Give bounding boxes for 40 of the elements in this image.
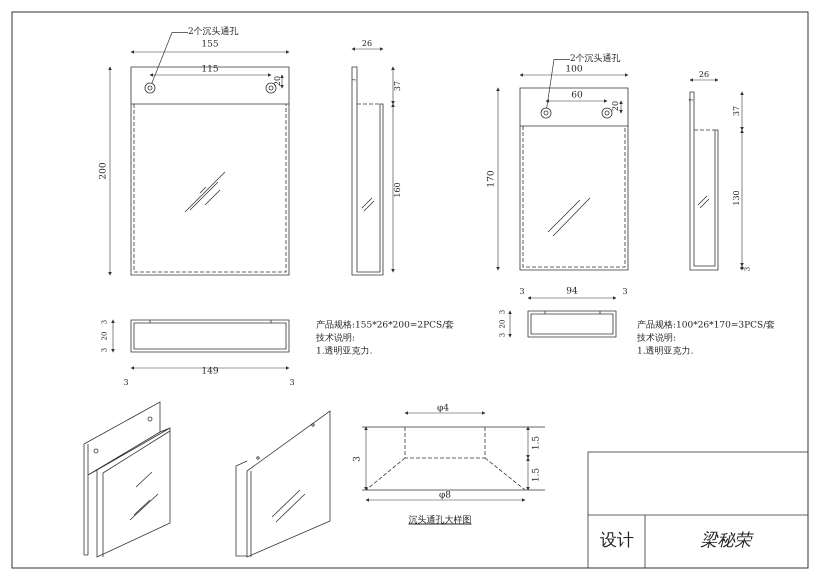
designer-name: 梁秘荣 [700,532,752,550]
dimension-text: 3 [354,456,362,462]
dimension-text: 149 [201,368,219,376]
view-title: 沉头通孔大样图 [408,516,472,526]
dimension-text: 1.5 [532,436,542,450]
dimension-text: 26 [698,71,710,79]
dimension-text: 3 [289,379,295,387]
countersunk-hole [540,108,552,118]
note-text: 产品规格:155*26*200=2PCS/套 [316,322,454,330]
dimension-text: 170 [488,170,496,188]
dimension-text: 3 [519,288,525,296]
dimension-text: φ8 [438,492,452,500]
dimension-text: 130 [733,190,741,206]
dimension-text: 26 [362,40,372,48]
dimension-text: φ4 [436,404,450,414]
dimension-text: 155 [201,40,219,50]
dimension-text: 1.5 [532,468,542,482]
dimension-text: 37 [394,80,402,92]
dimension-text: 94 [566,288,578,296]
title-block-label: 设计 [600,532,634,550]
dimension-text: 115 [201,66,219,74]
callout-text: 2个沉头通孔 [188,28,239,37]
dimension-text: 37 [733,106,741,116]
dimension-text: 3 [123,379,129,387]
note-text: 1.透明亚克力. [637,348,694,356]
dimension-text: 100 [565,66,583,74]
leader-line [151,32,188,84]
leader-line [546,59,570,108]
note-text: 1.透明亚克力. [316,348,372,356]
note-text: 技术说明: [316,334,356,344]
dimension-text: 20 [612,100,620,112]
dimension-text: 20 [274,76,282,86]
dimension-text: 160 [394,182,402,198]
dimension-text: 200 [100,162,108,180]
countersunk-hole [144,82,156,94]
note-text: 产品规格:100*26*170=3PCS/套 [637,322,776,330]
note-text: 技术说明: [637,334,676,344]
callout-text: 2个沉头通孔 [570,55,621,64]
dimension-text: 3 [622,288,628,296]
dimension-text: 60 [571,92,583,100]
